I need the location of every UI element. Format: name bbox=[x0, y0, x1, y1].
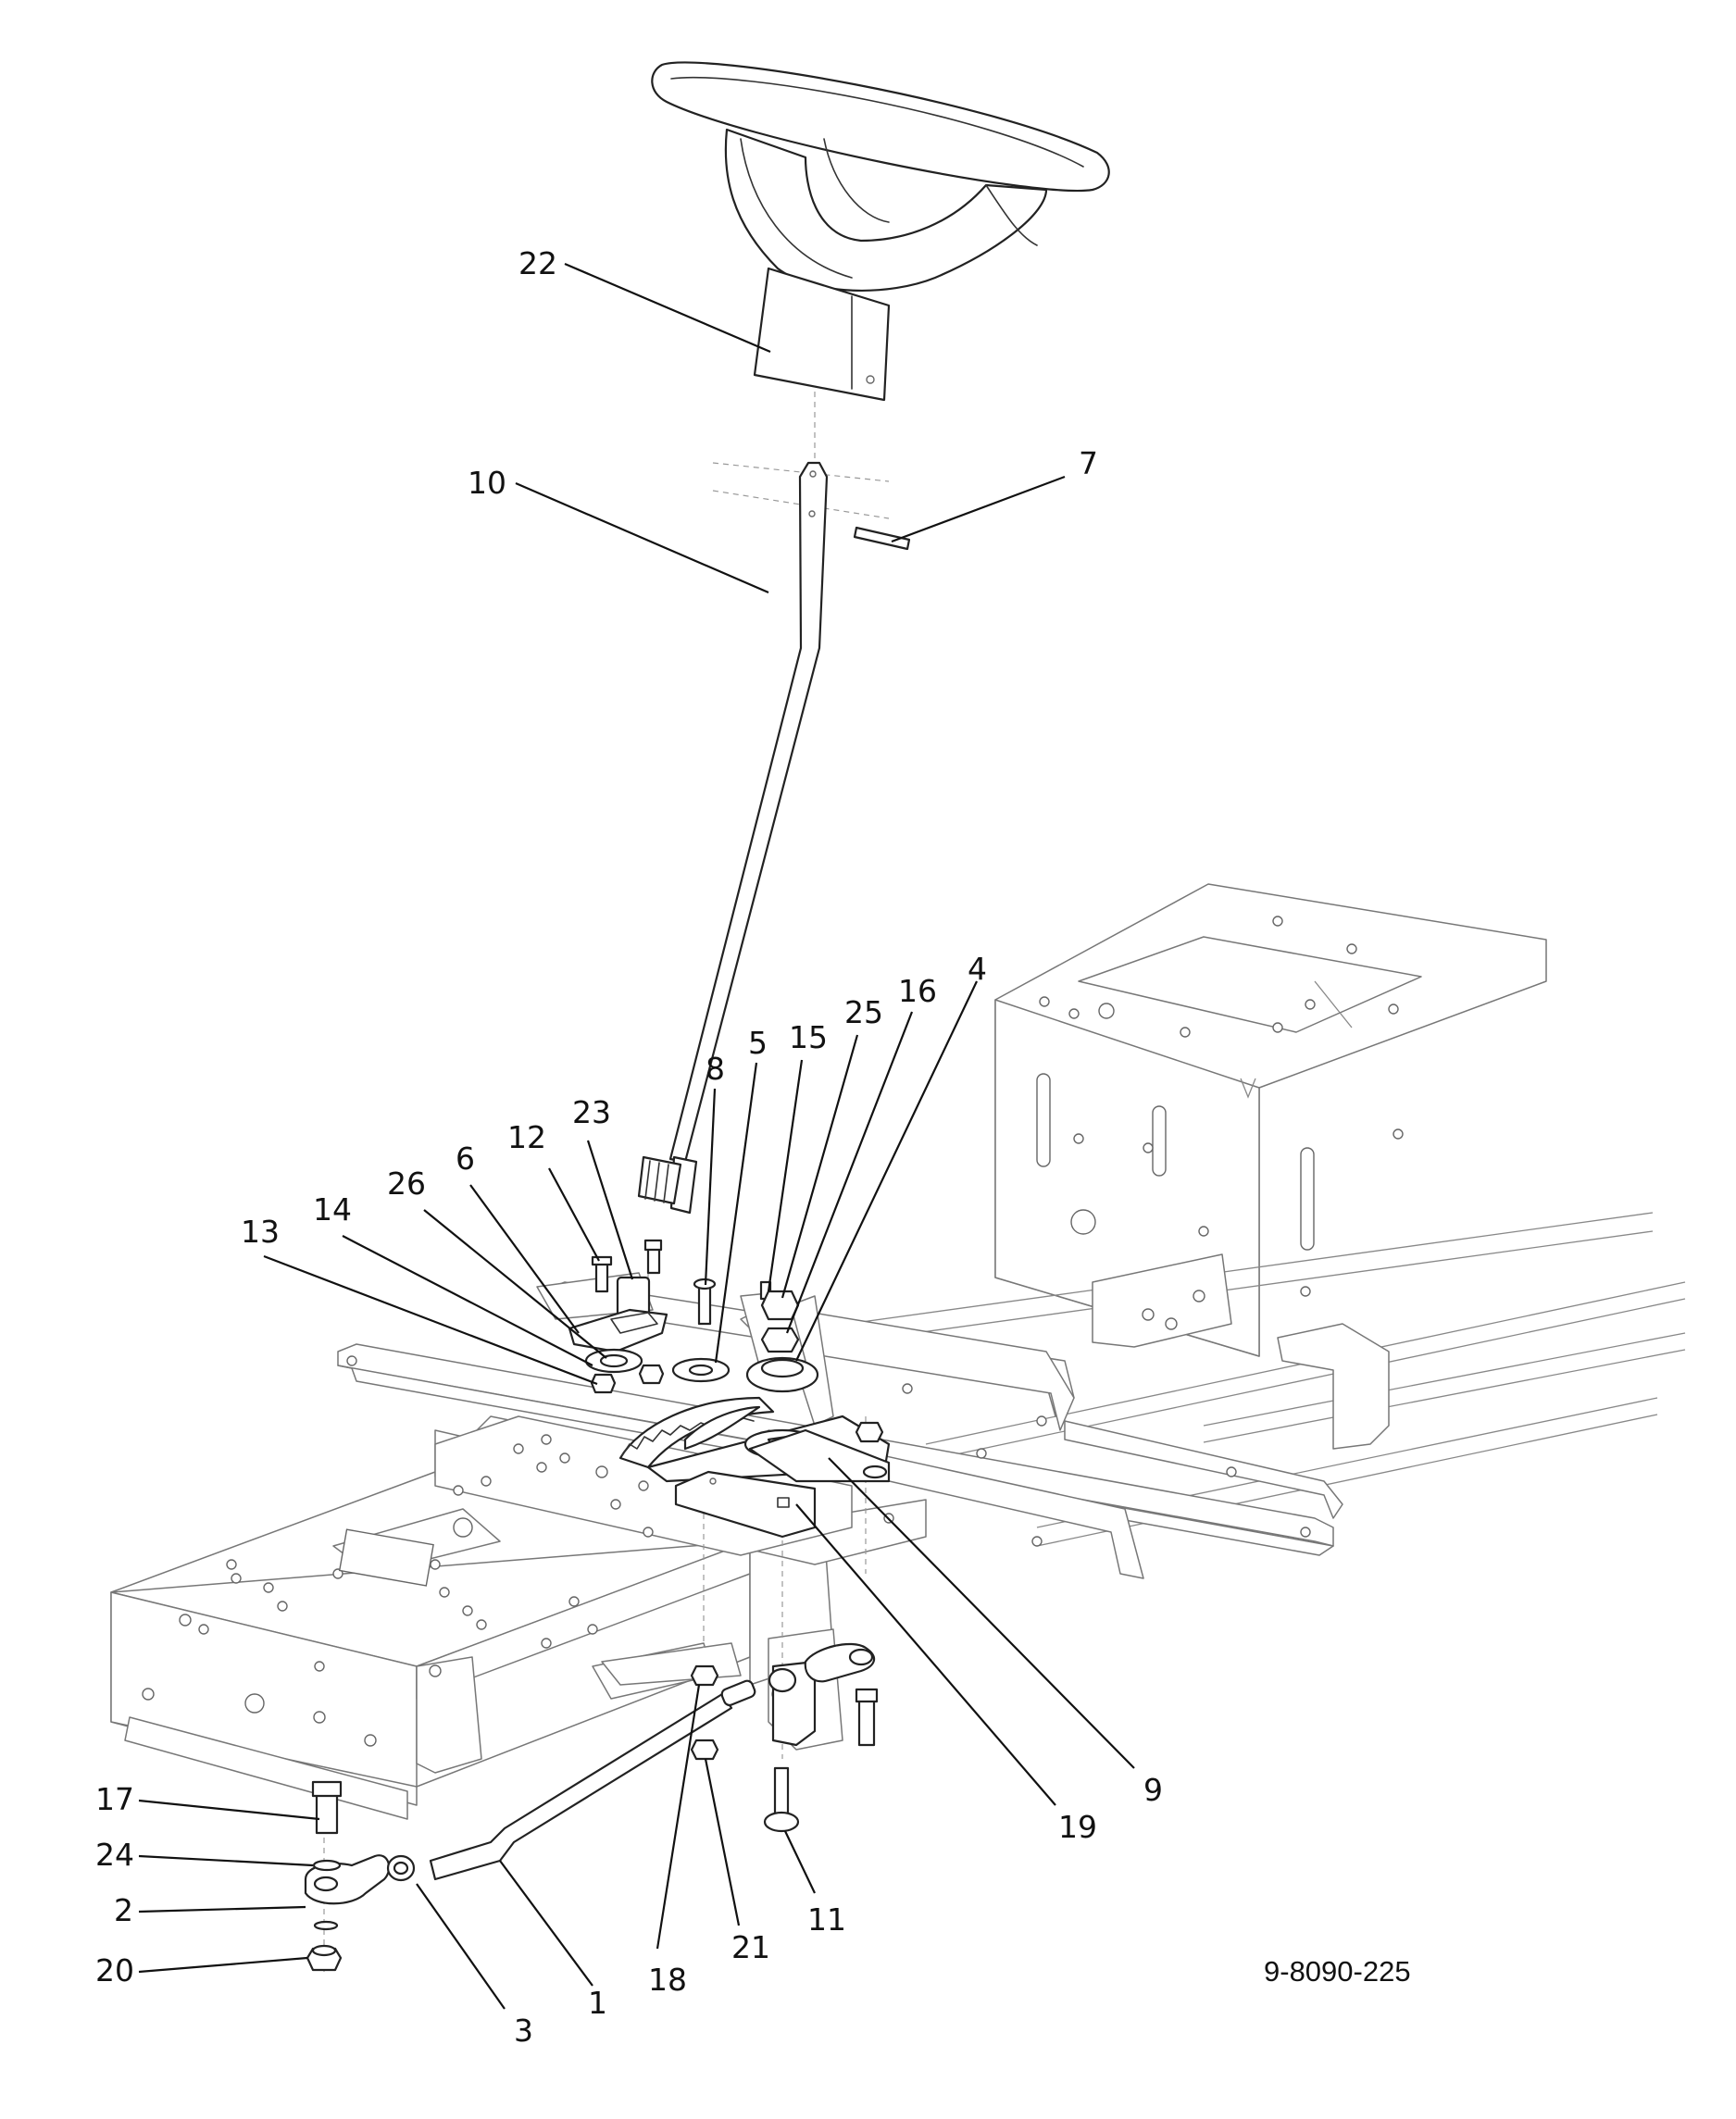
callout-label: 25 bbox=[844, 994, 883, 1030]
callout-label: 11 bbox=[807, 1901, 846, 1938]
callout-label: 2 bbox=[114, 1892, 133, 1928]
steering-arm bbox=[748, 1428, 891, 1483]
tie-rod-assembly bbox=[304, 1679, 756, 1972]
callout-label: 22 bbox=[518, 245, 557, 281]
bushing-and-bolts bbox=[568, 1239, 668, 1394]
callout-label: 14 bbox=[313, 1191, 352, 1228]
callout-label: 23 bbox=[572, 1094, 611, 1130]
steering-hub-adapter bbox=[753, 267, 891, 402]
bolts-upper-right bbox=[671, 1278, 819, 1393]
steering-shaft bbox=[637, 461, 829, 1215]
rear-housing bbox=[994, 883, 1547, 1357]
callout-label: 7 bbox=[1079, 445, 1098, 481]
callout-label: 26 bbox=[387, 1165, 426, 1202]
frame-holes bbox=[142, 1355, 1311, 1747]
callout-label: 5 bbox=[748, 1025, 768, 1061]
callout-labels: 22 10 7 4 16 25 15 5 8 23 12 6 26 14 13 … bbox=[95, 245, 1163, 2049]
callout-label: 15 bbox=[789, 1019, 828, 1055]
nut-upper-right bbox=[855, 1421, 884, 1443]
plate-19 bbox=[674, 1470, 817, 1539]
callout-label: 19 bbox=[1058, 1809, 1097, 1845]
callout-label: 17 bbox=[95, 1781, 134, 1817]
lower-hardware bbox=[690, 1643, 879, 1833]
roll-pin bbox=[853, 526, 911, 551]
callout-label: 24 bbox=[95, 1837, 134, 1873]
callout-label: 21 bbox=[731, 1929, 770, 1965]
pinion-gear bbox=[637, 1155, 682, 1205]
callout-label: 16 bbox=[898, 973, 937, 1009]
callout-label: 18 bbox=[648, 1962, 687, 1998]
drawing-code: 9-8090-225 bbox=[1264, 1955, 1411, 1988]
callout-label: 10 bbox=[468, 465, 506, 501]
steering-wheel bbox=[651, 61, 1110, 293]
callout-label: 9 bbox=[1143, 1772, 1163, 1808]
leader-lines bbox=[138, 262, 1135, 2010]
callout-label: 12 bbox=[507, 1119, 546, 1155]
callout-label: 3 bbox=[514, 2013, 533, 2049]
callout-label: 8 bbox=[706, 1051, 725, 1087]
rear-bracket bbox=[1092, 1253, 1390, 1450]
callout-label: 20 bbox=[95, 1952, 134, 1988]
callout-label: 6 bbox=[456, 1141, 475, 1177]
tractor-frame bbox=[110, 883, 1686, 1820]
callout-label: 13 bbox=[241, 1214, 280, 1250]
callout-label: 1 bbox=[588, 1985, 607, 2021]
callout-label: 4 bbox=[968, 951, 987, 987]
